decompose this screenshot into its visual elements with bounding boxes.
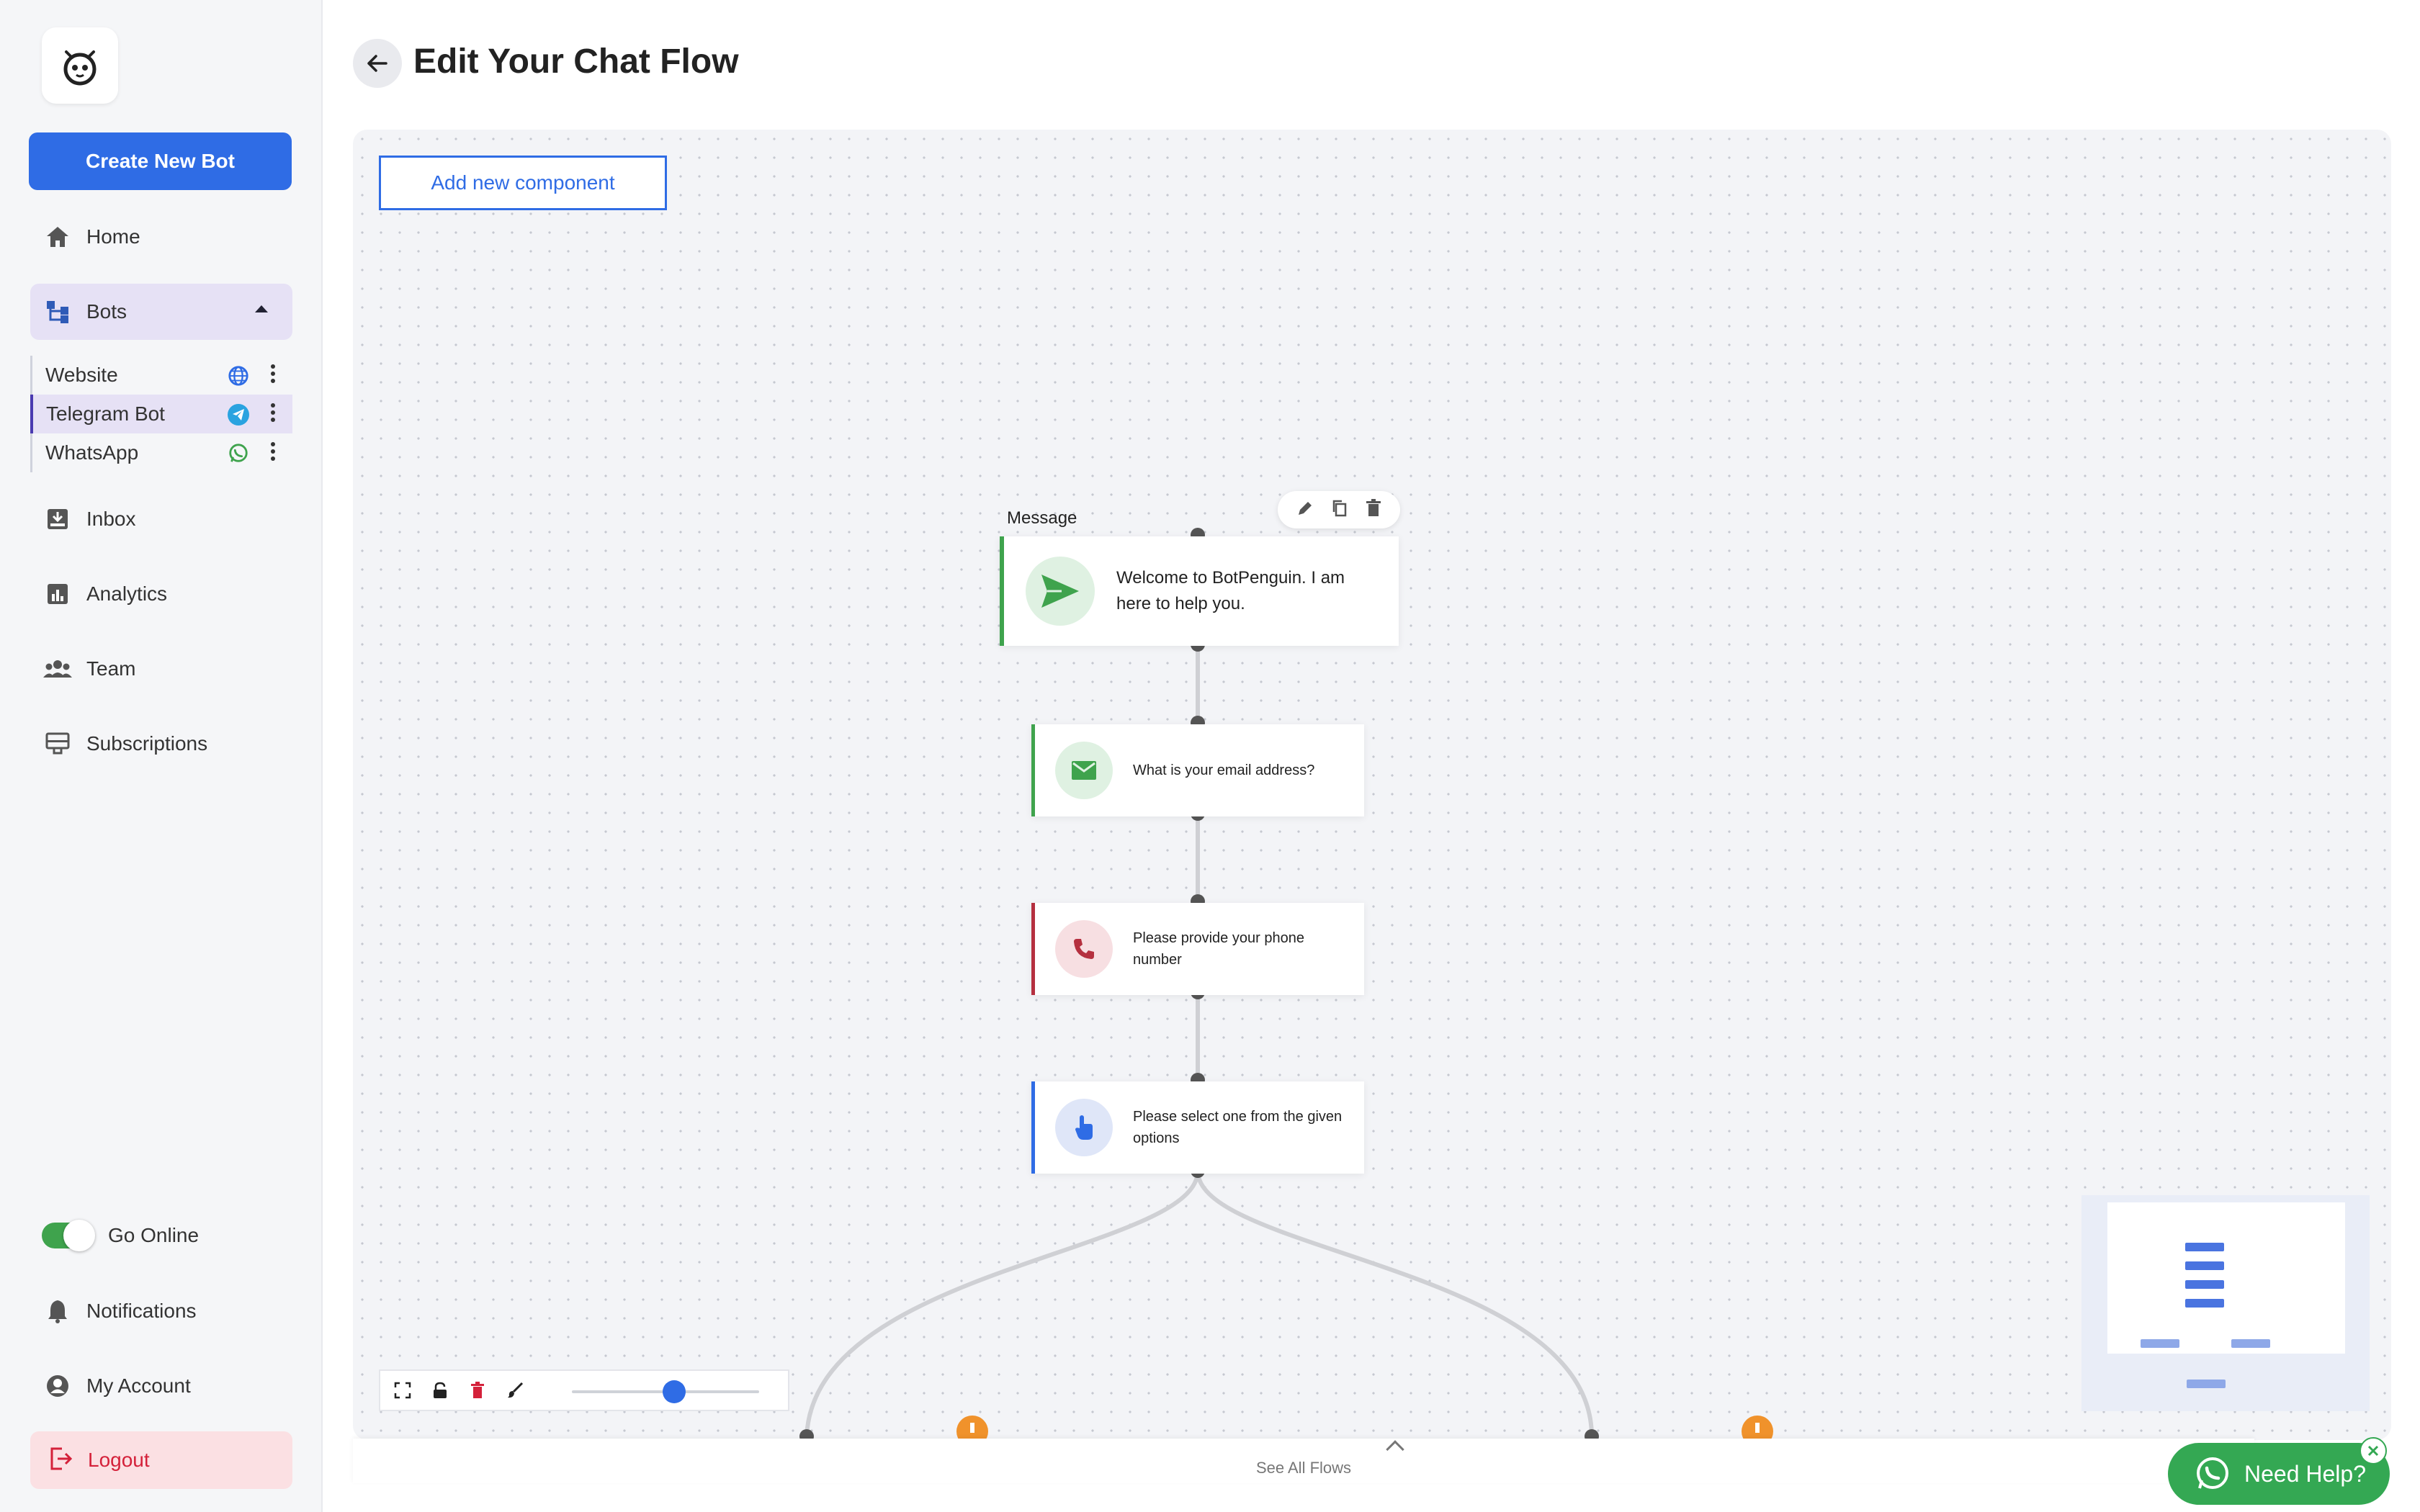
minimap-viewport: [2107, 1202, 2345, 1354]
flow-minimap[interactable]: [2081, 1195, 2370, 1411]
warning-icon: [956, 1416, 988, 1440]
nav-inbox-label: Inbox: [86, 508, 136, 530]
more-options-icon[interactable]: [271, 403, 275, 422]
bot-item-label: WhatsApp: [45, 441, 139, 464]
node-toolbar: [1278, 491, 1400, 528]
team-icon: [43, 654, 72, 683]
go-online-toggle[interactable]: [42, 1220, 95, 1251]
nav-my-account-label: My Account: [86, 1374, 191, 1397]
create-new-bot-button[interactable]: Create New Bot: [29, 132, 292, 190]
node-text: Please provide your phone number: [1133, 930, 1304, 968]
whatsapp-icon: [228, 443, 249, 464]
nav-notifications-label: Notifications: [86, 1300, 197, 1322]
bot-item-label: Telegram Bot: [46, 402, 165, 425]
canvas-controls: [379, 1369, 789, 1411]
trash-icon[interactable]: [1365, 498, 1382, 521]
bot-item-whatsapp[interactable]: WhatsApp: [32, 433, 292, 472]
nav-subscriptions[interactable]: Subscriptions: [30, 716, 292, 772]
nav-analytics-label: Analytics: [86, 582, 168, 605]
delete-icon[interactable]: [465, 1378, 490, 1403]
logout-label: Logout: [88, 1449, 150, 1471]
logout-icon: [48, 1446, 76, 1475]
nav-bots-label: Bots: [86, 300, 127, 323]
close-icon: [2367, 1445, 2379, 1457]
flow-canvas[interactable]: Add new component: [353, 130, 2391, 1440]
email-icon: [1055, 742, 1113, 799]
bots-list: Website Telegram Bot WhatsApp: [30, 356, 292, 472]
nav-home[interactable]: Home: [30, 209, 292, 265]
flow-node-message[interactable]: Welcome to BotPenguin. I am here to help…: [1000, 536, 1399, 646]
see-all-flows-bar[interactable]: See All Flows: [353, 1439, 2254, 1483]
flow-node-options[interactable]: Please select one from the given options: [1031, 1081, 1364, 1174]
minimap-node: [2185, 1243, 2224, 1251]
penguin-logo-icon: [63, 50, 97, 86]
nav-subscriptions-label: Subscriptions: [86, 732, 208, 755]
whatsapp-icon: [2197, 1457, 2228, 1489]
flow-node-phone[interactable]: Please provide your phone number: [1031, 903, 1364, 995]
need-help-button[interactable]: Need Help?: [2168, 1443, 2390, 1505]
minimap-node: [2231, 1339, 2270, 1348]
bots-tree-icon: [43, 297, 72, 326]
see-all-flows-label: See All Flows: [1255, 1459, 1352, 1477]
sidebar: Create New Bot Home Bots Website Telegra…: [0, 0, 323, 1512]
bot-item-website[interactable]: Website: [32, 356, 292, 395]
globe-icon: [228, 365, 249, 387]
telegram-icon: [228, 404, 249, 426]
fullscreen-icon[interactable]: [390, 1378, 415, 1403]
node-port: [799, 1429, 814, 1440]
minimap-node: [2185, 1261, 2224, 1270]
nav-analytics[interactable]: Analytics: [30, 566, 292, 622]
lock-icon[interactable]: [428, 1378, 452, 1403]
node-port: [1585, 1429, 1599, 1440]
close-help-button[interactable]: [2360, 1437, 2387, 1464]
flow-node-email[interactable]: What is your email address?: [1031, 724, 1364, 816]
home-icon: [43, 222, 72, 251]
copy-icon[interactable]: [1330, 499, 1349, 521]
page-title: Edit Your Chat Flow: [413, 42, 739, 81]
need-help-label: Need Help?: [2244, 1460, 2366, 1487]
bot-item-telegram[interactable]: Telegram Bot: [30, 395, 292, 433]
arrow-left-icon: [367, 55, 387, 72]
nav-team[interactable]: Team: [30, 641, 292, 697]
pointer-icon: [1055, 1099, 1113, 1156]
edit-pencil-icon[interactable]: [1296, 499, 1314, 521]
collapse-caret-icon[interactable]: [255, 305, 268, 312]
more-options-icon[interactable]: [271, 364, 275, 383]
node-text: What is your email address?: [1133, 762, 1315, 778]
analytics-icon: [43, 580, 72, 608]
nav-notifications[interactable]: Notifications: [30, 1283, 292, 1339]
send-icon: [1026, 557, 1095, 626]
subscriptions-icon: [43, 729, 72, 758]
node-text: Please select one from the given options: [1133, 1109, 1343, 1146]
more-options-icon[interactable]: [271, 442, 275, 461]
message-node-label: Message: [1007, 508, 1077, 528]
nav-my-account[interactable]: My Account: [30, 1358, 292, 1414]
nav-team-label: Team: [86, 657, 136, 680]
minimap-node: [2141, 1339, 2179, 1348]
nav-home-label: Home: [86, 225, 140, 248]
add-new-component-button[interactable]: Add new component: [379, 156, 667, 210]
nav-inbox[interactable]: Inbox: [30, 491, 292, 547]
minimap-node: [2187, 1380, 2226, 1388]
phone-icon: [1055, 920, 1113, 978]
botpenguin-logo[interactable]: [42, 27, 118, 104]
warning-icon: [1742, 1416, 1773, 1440]
brush-icon[interactable]: [503, 1378, 527, 1403]
node-text: Welcome to BotPenguin. I am here to help…: [1116, 568, 1345, 613]
zoom-slider-knob[interactable]: [663, 1380, 686, 1403]
back-button[interactable]: [353, 39, 402, 88]
nav-bots[interactable]: Bots: [30, 284, 292, 340]
bell-icon: [43, 1297, 72, 1326]
logout-button[interactable]: Logout: [30, 1431, 292, 1489]
chevron-up-icon: [1386, 1440, 1404, 1459]
account-icon: [43, 1372, 72, 1400]
go-online-label: Go Online: [108, 1224, 200, 1246]
inbox-icon: [43, 505, 72, 534]
bot-item-label: Website: [45, 364, 118, 386]
minimap-node: [2185, 1299, 2224, 1308]
minimap-node: [2185, 1280, 2224, 1289]
